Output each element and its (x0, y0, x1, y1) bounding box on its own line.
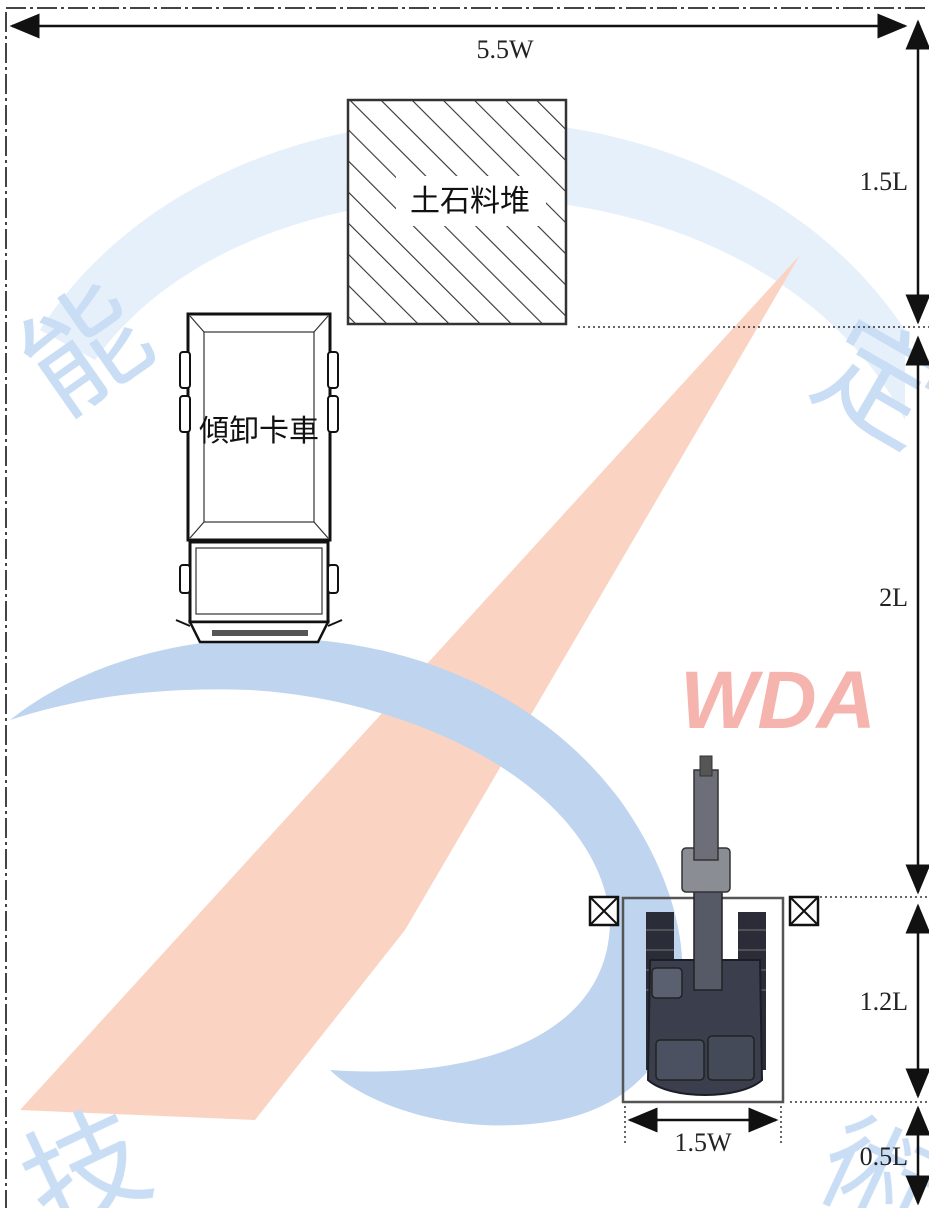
excavator-zone-width-label: 1.5W (674, 1128, 732, 1157)
reference-lines (578, 326, 929, 1103)
soil-stockpile: 土石料堆 (346, 98, 568, 326)
vertical-dimensions: 1.5L 2L 1.2L 0.5L (860, 19, 929, 1206)
excavator (646, 755, 766, 1096)
watermark-glyph-right: 定 (794, 297, 929, 472)
dump-truck: 傾卸卡車 (175, 312, 343, 644)
truck-cab (188, 540, 330, 624)
rear-clearance-label: 0.5L (860, 1142, 908, 1171)
truck-label: 傾卸卡車 (199, 415, 319, 448)
site-boundary (5, 7, 929, 1208)
total-width-label: 5.5W (476, 35, 534, 64)
total-width-dimension: 5.5W (9, 13, 908, 64)
stockpile-label: 土石料堆 (410, 185, 530, 218)
stockpile-depth-label: 1.5L (860, 167, 908, 196)
watermark-blue-swoosh (10, 638, 683, 1126)
middle-gap-label: 2L (879, 583, 908, 612)
left-marker-box (588, 895, 620, 927)
watermark-text: WDA (680, 655, 876, 746)
watermark-blue-arc (40, 120, 905, 420)
excavator-zone: 1.5W (588, 755, 820, 1157)
right-marker-box (788, 895, 820, 927)
excavator-zone-length-label: 1.2L (860, 987, 908, 1016)
